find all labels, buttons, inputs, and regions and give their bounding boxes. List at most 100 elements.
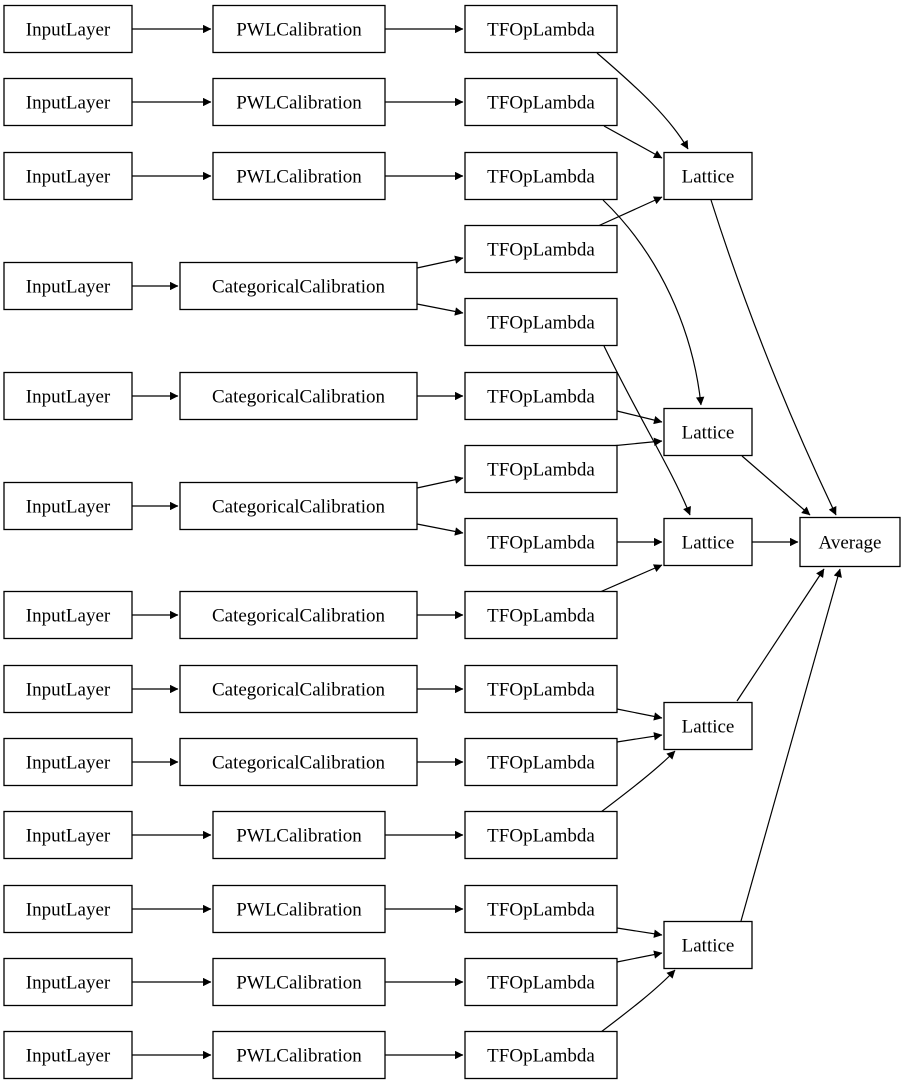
node-label-lat4: Lattice [682,717,735,738]
edge-tfop5-lat3 [603,345,691,516]
node-pwl3: PWLCalibration [212,151,386,201]
node-box-in8 [3,664,133,714]
edge-lat2-avg [741,455,811,516]
node-tfop5: TFOpLambda [464,297,618,347]
node-in12: InputLayer [3,957,133,1007]
node-lat1: Lattice [663,151,753,201]
node-cat1: CategoricalCalibration [179,261,418,311]
node-box-in2 [3,77,133,127]
node-label-tfop5: TFOpLambda [487,313,595,334]
node-lat5: Lattice [663,920,753,970]
edge-lat5-avg [740,568,842,922]
node-box-tfop7 [464,444,618,494]
node-pwl6: PWLCalibration [212,957,386,1007]
node-pwl5: PWLCalibration [212,884,386,934]
edge-tfop1-lat1 [596,52,689,150]
node-label-pwl4: PWLCalibration [236,826,362,847]
node-label-in11: InputLayer [26,900,111,921]
edge-tfop15-lat5 [600,969,676,1033]
node-label-tfop9: TFOpLambda [487,606,595,627]
edge-tfop6-lat2 [616,410,663,425]
edge-cat3-tfop7 [416,475,464,489]
node-label-pwl1: PWLCalibration [236,20,362,41]
node-label-lat3: Lattice [682,533,735,554]
node-tfop15: TFOpLambda [464,1030,618,1080]
node-label-tfop11: TFOpLambda [487,753,595,774]
node-label-cat3: CategoricalCalibration [212,497,386,518]
node-in9: InputLayer [3,737,133,787]
node-lat2: Lattice [663,407,753,457]
edge-tfop10-lat4 [616,708,663,721]
node-box-avg [799,516,901,568]
node-label-tfop13: TFOpLambda [487,900,595,921]
edge-layer [132,24,842,1060]
edge-cat1-tfop4 [416,255,464,269]
node-box-in10 [3,810,133,860]
node-cat2: CategoricalCalibration [179,371,418,421]
node-label-cat5: CategoricalCalibration [212,680,386,701]
node-box-tfop2 [464,77,618,127]
node-tfop14: TFOpLambda [464,957,618,1007]
node-label-pwl7: PWLCalibration [236,1046,362,1067]
node-box-tfop1 [464,4,618,54]
node-label-tfop10: TFOpLambda [487,680,595,701]
node-cat6: CategoricalCalibration [179,737,418,787]
node-tfop4: TFOpLambda [464,224,618,274]
node-tfop12: TFOpLambda [464,810,618,860]
node-in8: InputLayer [3,664,133,714]
node-box-tfop4 [464,224,618,274]
node-box-in13 [3,1030,133,1080]
edge-tfop3-lat2 [602,199,705,406]
edge-tfop2-lat1 [603,125,663,159]
node-tfop13: TFOpLambda [464,884,618,934]
node-in10: InputLayer [3,810,133,860]
node-in1: InputLayer [3,4,133,54]
node-tfop9: TFOpLambda [464,590,618,640]
node-label-lat1: Lattice [682,167,735,188]
node-lat3: Lattice [663,517,753,567]
node-box-cat4 [179,590,418,640]
node-box-in3 [3,151,133,201]
edge-tfop4-lat1 [597,196,663,227]
node-box-pwl6 [212,957,386,1007]
node-in4: InputLayer [3,261,133,311]
node-label-tfop4: TFOpLambda [487,240,595,261]
node-tfop10: TFOpLambda [464,664,618,714]
edge-lat1-avg [710,199,837,516]
node-in6: InputLayer [3,481,133,531]
node-label-pwl2: PWLCalibration [236,93,362,114]
node-box-tfop15 [464,1030,618,1080]
node-box-tfop9 [464,590,618,640]
node-box-cat6 [179,737,418,787]
node-box-lat3 [663,517,753,567]
node-label-tfop6: TFOpLambda [487,387,595,408]
node-cat5: CategoricalCalibration [179,664,418,714]
node-label-tfop2: TFOpLambda [487,93,595,114]
node-box-cat5 [179,664,418,714]
node-box-lat4 [663,701,753,751]
node-pwl2: PWLCalibration [212,77,386,127]
node-box-in1 [3,4,133,54]
node-box-tfop8 [464,517,618,567]
node-box-in5 [3,371,133,421]
node-label-in7: InputLayer [26,606,111,627]
edge-tfop12-lat4 [600,750,676,813]
node-box-cat3 [179,481,418,531]
node-label-in1: InputLayer [26,20,111,41]
node-label-avg: Average [819,533,882,554]
node-label-cat1: CategoricalCalibration [212,277,386,298]
node-tfop2: TFOpLambda [464,77,618,127]
edge-cat3-tfop8 [416,523,464,536]
edge-tfop14-lat5 [616,950,663,963]
node-box-pwl2 [212,77,386,127]
node-tfop8: TFOpLambda [464,517,618,567]
node-label-in12: InputLayer [26,973,111,994]
node-box-in4 [3,261,133,311]
node-in11: InputLayer [3,884,133,934]
node-avg: Average [799,516,901,568]
node-box-in12 [3,957,133,1007]
node-label-lat2: Lattice [682,423,735,444]
node-label-cat4: CategoricalCalibration [212,606,386,627]
